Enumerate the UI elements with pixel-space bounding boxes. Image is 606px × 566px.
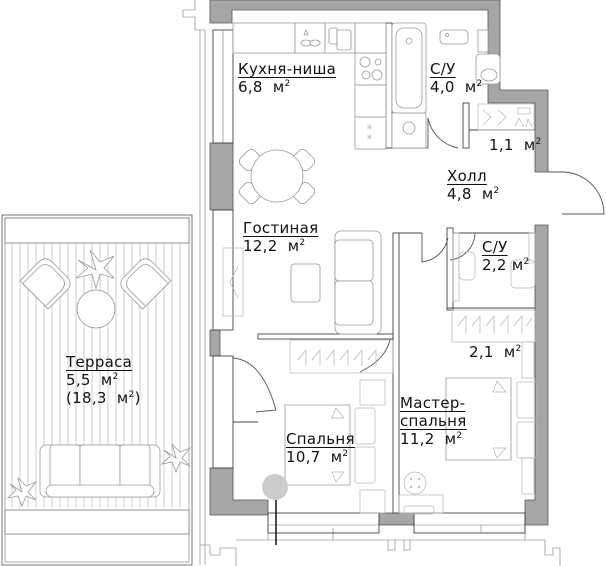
svg-text:✳: ✳ (366, 133, 373, 142)
bathroom2-fixtures (452, 232, 536, 302)
room-name: Кухня-ниша (238, 60, 337, 78)
plant-icon (160, 442, 192, 474)
svg-text:✳: ✳ (366, 123, 373, 132)
room-area: 2,1 м2 (469, 343, 522, 361)
door-bath2 (421, 233, 449, 263)
room-area: 1,1 м2 (489, 136, 542, 154)
dishwasher-icon: ✳ ✳ (366, 123, 373, 142)
room-name: Терраса (66, 353, 133, 371)
room-label-hall: Холл 4,8 м2 (447, 167, 500, 203)
door-bath1 (427, 117, 459, 149)
terrace-table (76, 289, 116, 329)
coffee-table (290, 263, 321, 303)
stove-icon (359, 56, 383, 81)
tv-stand (222, 247, 244, 317)
room-label-bathroom-2: С/У 2,2 м2 (482, 238, 530, 274)
door-entrance (548, 171, 605, 215)
master-bed (445, 341, 538, 495)
room-name-line2: спальня (400, 412, 467, 430)
room-name: Холл (447, 167, 487, 185)
room-label-master-bedroom: Мастер- спальня 11,2 м2 (400, 394, 467, 448)
room-label-closet-2: 2,1 м2 (469, 343, 522, 361)
armchair-right (120, 258, 172, 310)
living-furniture (222, 230, 382, 335)
window-bottom (267, 512, 526, 534)
room-name: С/У (482, 238, 508, 256)
room-area: 4,0 м2 (430, 78, 483, 96)
terrace-sofa (39, 444, 161, 498)
room-label-bedroom: Спальня 10,7 м2 (286, 430, 355, 466)
room-area-total: (18,3 м2) (66, 389, 141, 407)
closet1-shelves (477, 103, 535, 131)
kitchen-counter: ✳ ✳ (232, 22, 387, 150)
dishes-icon (300, 28, 321, 47)
room-label-terrace: Терраса 5,5 м2 (18,3 м2) (66, 353, 141, 407)
partitions (233, 22, 535, 514)
plant-icon (75, 249, 116, 290)
room-name: Мастер- (400, 394, 466, 412)
room-name: Спальня (286, 430, 355, 448)
facade-lines (182, 0, 561, 566)
kitchen-sink-icon (328, 27, 352, 51)
room-area: 12,2 м2 (243, 237, 306, 255)
room-area: 4,8 м2 (447, 185, 500, 203)
door-bath2-inner (449, 232, 476, 261)
doors (232, 117, 605, 413)
room-area: 2,2 м2 (482, 256, 530, 274)
room-name: С/У (430, 60, 456, 78)
window-left (212, 29, 234, 469)
bathroom1-fixtures (391, 22, 501, 149)
door-bedroom (232, 357, 277, 413)
room-label-closet-1: 1,1 м2 (489, 136, 542, 154)
room-area: 5,5 м2 (66, 371, 119, 389)
room-label-living: Гостиная 12,2 м2 (243, 219, 318, 255)
wardrobe-bedroom (289, 339, 394, 374)
door-master (359, 339, 391, 373)
washer-icon (398, 471, 444, 515)
armchair-left (19, 258, 71, 310)
dining-table (238, 148, 316, 205)
room-area: 11,2 м2 (400, 430, 463, 448)
room-name: Гостиная (243, 219, 319, 237)
room-area: 10,7 м2 (286, 448, 349, 466)
room-label-kitchen: Кухня-ниша 6,8 м2 (238, 60, 336, 96)
terrace (1, 214, 193, 566)
riser-marker (262, 474, 288, 545)
room-area: 6,8 м2 (238, 78, 291, 96)
bedroom-bed (284, 379, 386, 514)
room-label-bathroom-1: С/У 4,0 м2 (430, 60, 483, 96)
plant-icon (6, 476, 38, 508)
wardrobe-master (451, 309, 536, 343)
walls (209, 0, 549, 526)
